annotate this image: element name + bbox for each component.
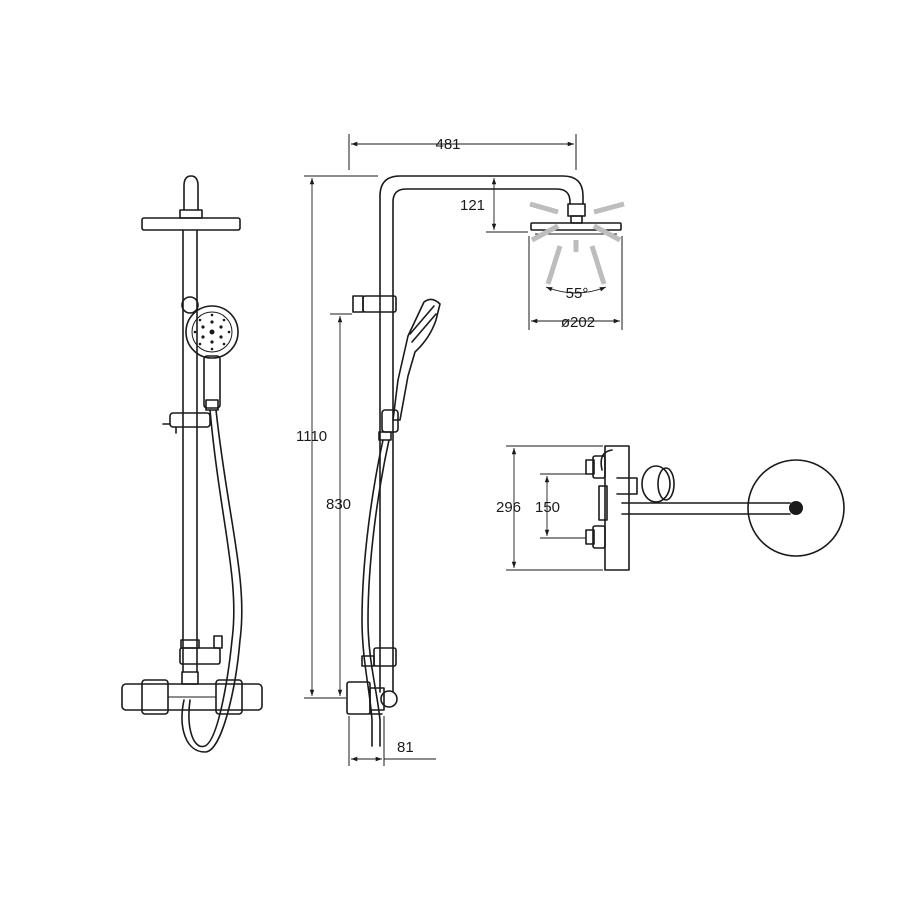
dim-valve-height: 296 <box>496 499 521 516</box>
hand-shower-nozzles <box>193 313 231 351</box>
top-view <box>585 445 845 571</box>
dim-slide-height: 830 <box>326 496 351 513</box>
dim-valve-centers: 150 <box>535 499 560 516</box>
spray-pattern <box>529 201 625 285</box>
dim-head-diameter: ø202 <box>561 314 595 331</box>
dim-total-height: 1110 <box>296 428 327 445</box>
dim-spray-angle: 55° <box>566 285 589 302</box>
side-view <box>346 175 625 747</box>
dim-wall-offset: 81 <box>397 739 414 756</box>
dim-head-drop: 121 <box>460 197 485 214</box>
front-view <box>121 175 263 753</box>
dimension-lines <box>304 134 623 766</box>
dim-width-top: 481 <box>435 136 460 153</box>
